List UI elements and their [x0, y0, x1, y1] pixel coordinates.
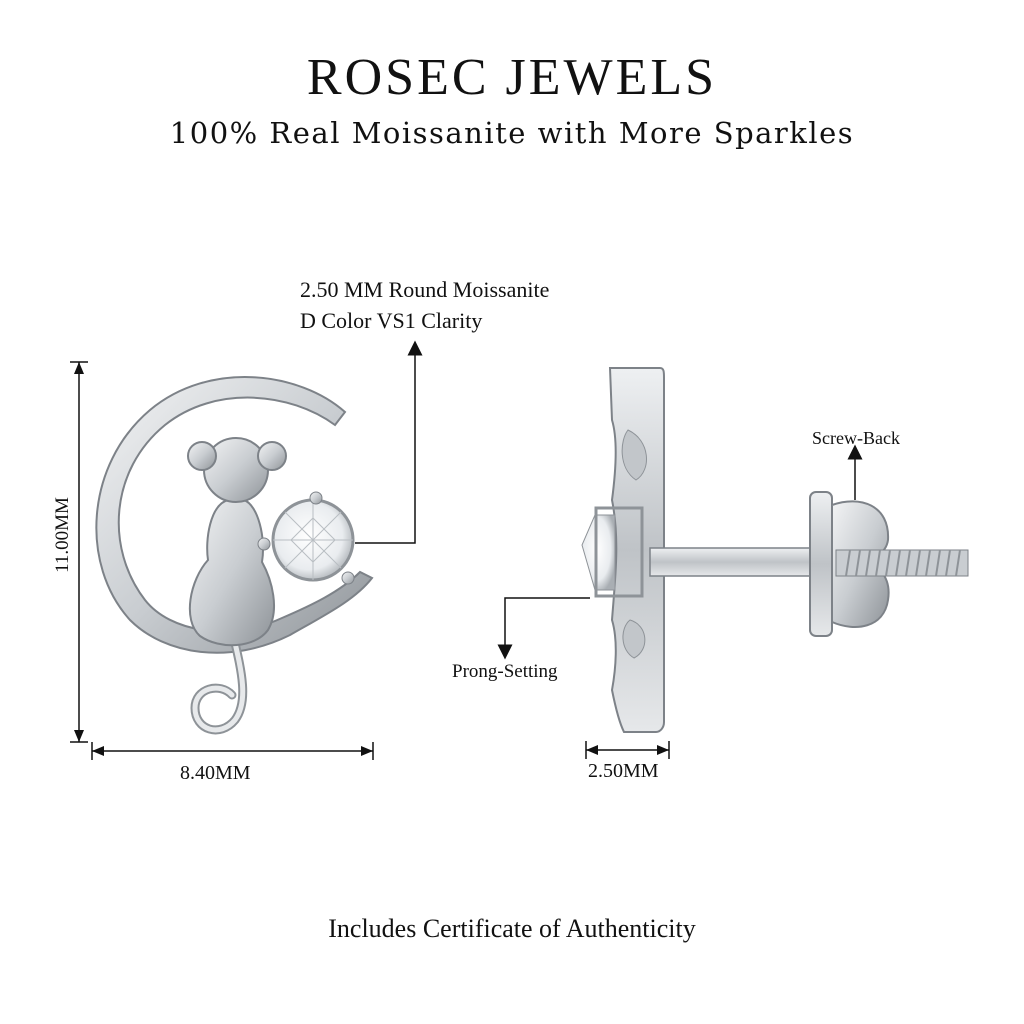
front-view-earring [95, 376, 374, 735]
height-dimension-label: 11.00MM [52, 497, 73, 573]
prong-callout-line [497, 597, 590, 660]
stone-spec-size: 2.50 MM Round Moissanite [300, 277, 550, 302]
stone-callout-line [355, 340, 423, 544]
brand-title: ROSEC JEWELS [306, 49, 718, 106]
cat-ear-left [187, 441, 217, 471]
side-post [649, 547, 811, 577]
moissanite-stone [257, 491, 355, 585]
prong-setting-label: Prong-Setting [452, 661, 558, 682]
height-dimension-line [70, 361, 88, 743]
crescent-moon [95, 376, 374, 654]
side-view-earring [581, 367, 969, 733]
depth-dimension-label: 2.50MM [588, 760, 659, 782]
tagline: 100% Real Moissanite with More Sparkles [169, 116, 855, 150]
width-dimension-line [91, 742, 374, 760]
stone-spec-grade: D Color VS1 Clarity [300, 308, 483, 333]
screw-back-plate [809, 491, 833, 637]
side-stone [581, 514, 616, 591]
cat-body [188, 499, 275, 647]
screw-back-label: Screw-Back [812, 428, 900, 448]
certificate-note: Includes Certificate of Authenticity [328, 914, 696, 943]
width-dimension-label: 8.40MM [180, 762, 251, 784]
cat-ear-right [257, 441, 287, 471]
depth-dimension-line [585, 741, 670, 759]
